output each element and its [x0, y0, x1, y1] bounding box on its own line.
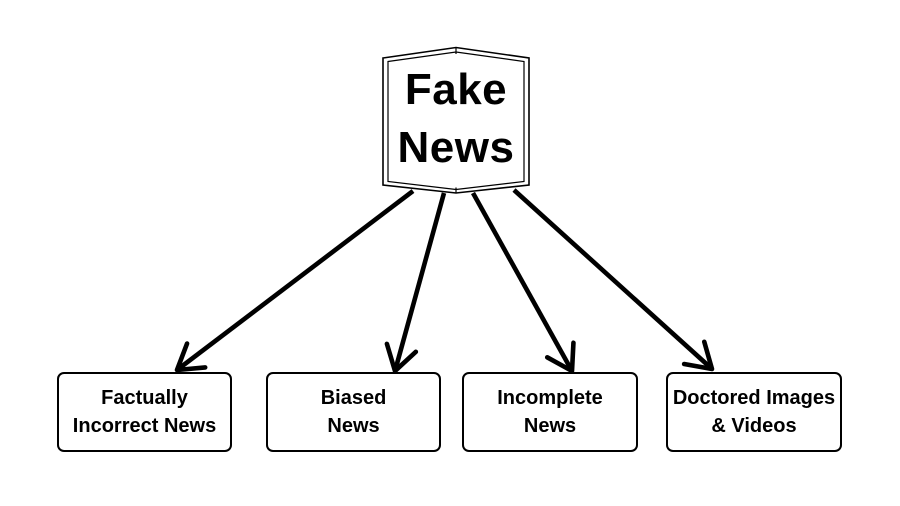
- category-box-factually-incorrect-news: Factually Incorrect News: [57, 372, 232, 452]
- category-label-line: Incorrect News: [72, 415, 217, 437]
- category-label-line: News: [327, 415, 380, 437]
- arrow-to-factually-incorrect-news: [174, 189, 415, 373]
- arrow-to-doctored-images-videos: [512, 188, 715, 372]
- category-box-doctored-images-videos: Doctored Images & Videos: [666, 372, 842, 452]
- root-node-label: Fake News: [383, 53, 529, 185]
- category-label-line: News: [523, 415, 577, 437]
- category-box-incomplete-news: Incomplete News: [462, 372, 638, 452]
- arrow-to-incomplete-news: [470, 191, 576, 374]
- category-label-line: Incomplete: [497, 386, 603, 409]
- root-label-line-2: News: [397, 123, 515, 172]
- root-label-line-1: Fake: [404, 65, 508, 114]
- category-label-line: Factually: [101, 386, 188, 409]
- category-label-line: Biased: [320, 386, 387, 409]
- category-label-line: & Videos: [711, 415, 797, 437]
- category-label-line: Doctored Images: [672, 386, 836, 409]
- arrow-to-biased-news: [384, 192, 447, 374]
- category-box-biased-news: Biased News: [266, 372, 441, 452]
